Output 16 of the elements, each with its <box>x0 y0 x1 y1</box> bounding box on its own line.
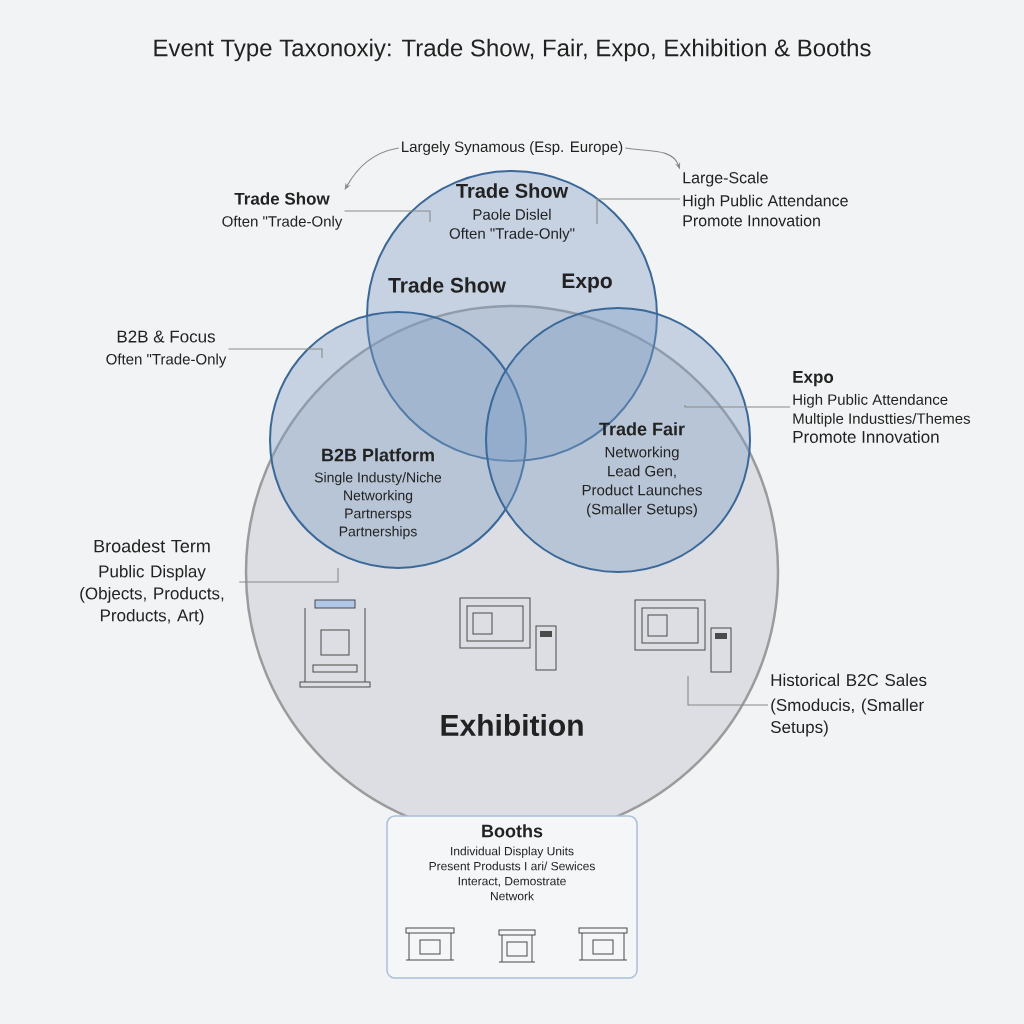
callout-text: B2B & Focus Often "Trade-Only <box>106 330 227 368</box>
callout-text: Expo High Public Attendance Multiple Industties/Themes Promote Innovation <box>793 371 971 443</box>
title: Event Type Taxonoxiy: Trade Show, Fair, Expo, Exhibition & Booths <box>154 38 871 62</box>
leader-line <box>238 567 339 583</box>
leader-line <box>228 348 323 359</box>
region-label: Expo <box>562 273 612 293</box>
info-panel: Booths Individual Display Units Present Produsts I ari/ Sewices Interact, Demostrate Network <box>386 815 638 979</box>
leader-line <box>687 675 769 706</box>
leader-line <box>343 210 431 223</box>
callout-text: Broadest Term Public Display (Objects, Products, Products, Art) <box>80 539 224 625</box>
callout-text: Large-Scale High Public Attendance Promote Innovation <box>683 171 848 227</box>
callout-text: Trade Show Often "Trade-Only <box>222 192 343 230</box>
leader-line <box>684 404 791 408</box>
region-label: Trade Show <box>388 277 506 293</box>
leader-line <box>596 198 681 225</box>
curved-caption: Largely Synamous (Esp. Europe) <box>402 141 623 155</box>
